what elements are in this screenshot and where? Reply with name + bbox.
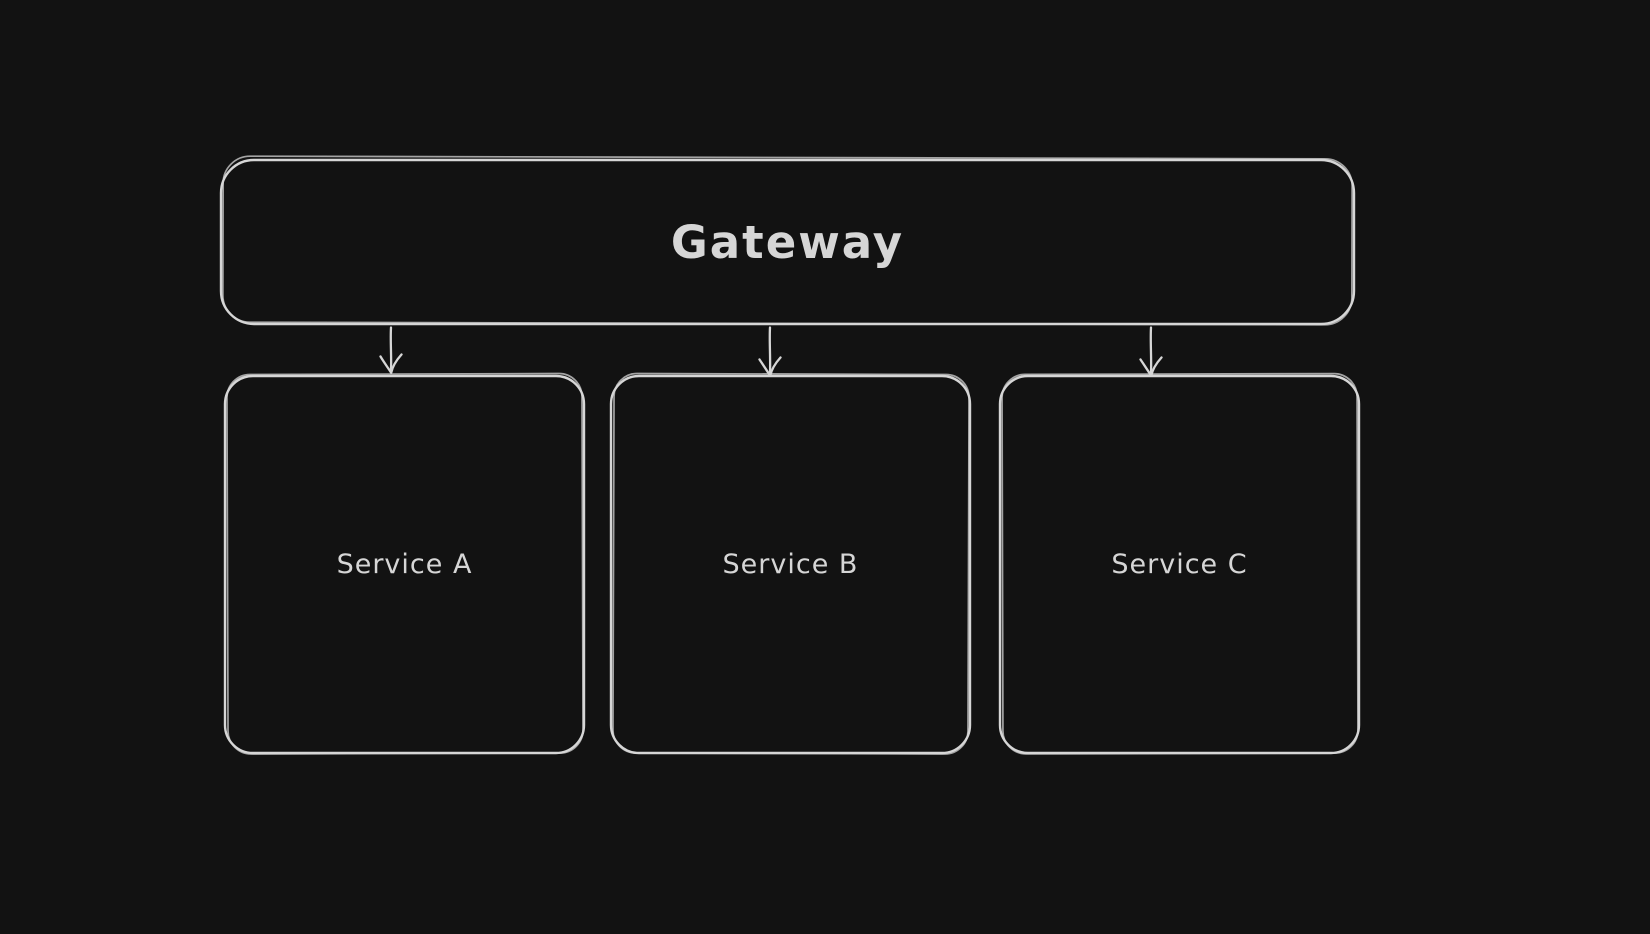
edge-gateway-to-service-b xyxy=(758,326,782,377)
node-service-a-outline xyxy=(223,372,586,755)
edge-gateway-to-service-c xyxy=(1139,326,1163,377)
node-service-b-outline xyxy=(609,372,972,755)
node-service-b-label: Service B xyxy=(722,549,859,580)
node-gateway-label: Gateway xyxy=(670,215,905,269)
node-gateway-outline xyxy=(219,155,1356,326)
node-service-c-outline xyxy=(998,372,1361,755)
node-service-c-label: Service C xyxy=(1111,549,1248,580)
edge-gateway-to-service-a xyxy=(379,326,403,374)
node-service-a-label: Service A xyxy=(336,549,473,580)
